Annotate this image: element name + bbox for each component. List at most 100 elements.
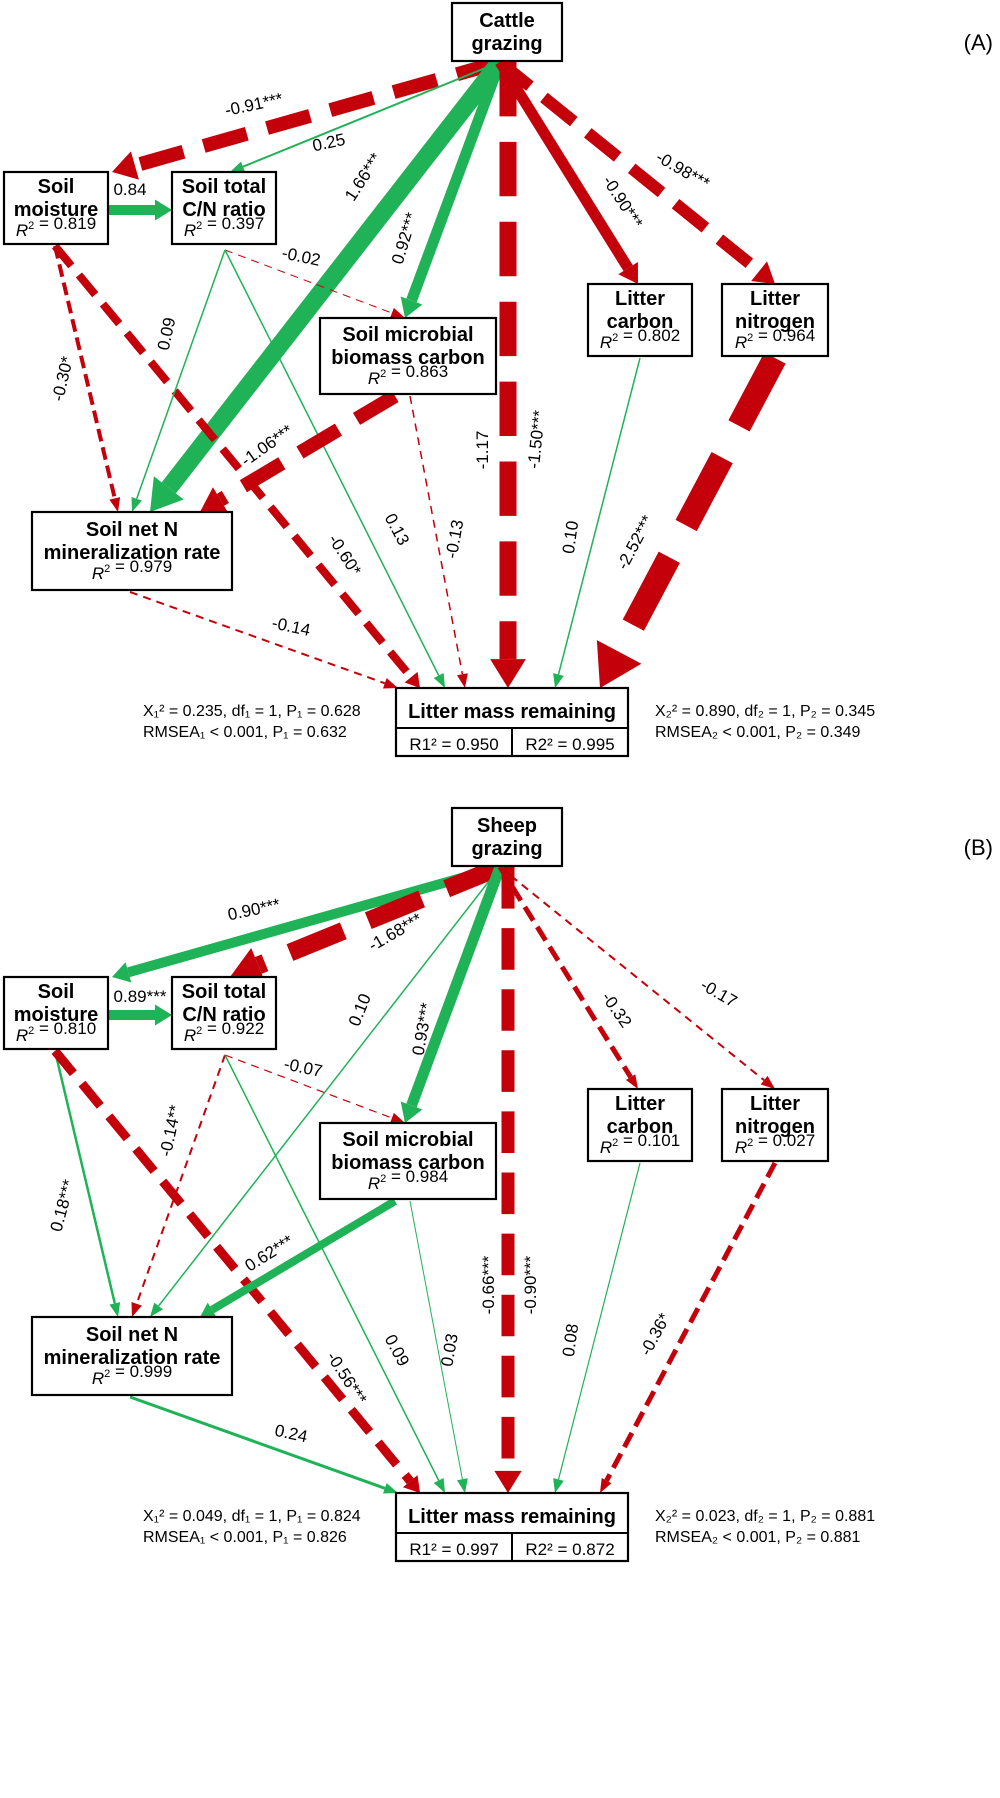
node-title-ln-1: nitrogen: [735, 311, 815, 333]
path-line-cn-lmr: [224, 249, 440, 676]
path-lc-lmr: [553, 1162, 641, 1493]
coefficient-cn-lmr: 0.13: [381, 510, 413, 548]
arrowhead-sm-lmr: [402, 1475, 420, 1493]
node-r2-ln: R2 = 0.964: [735, 326, 815, 352]
path-line-mbc-lmr: [409, 1200, 463, 1480]
path-line-cn-mbc: [224, 249, 393, 314]
path-top-lmr: [490, 62, 526, 688]
arrowhead-mbc-nmin: [200, 487, 228, 513]
path-line-top-ln: [499, 866, 765, 1081]
arrowhead-top-lmr: [494, 1470, 522, 1493]
node-title-lc-1: carbon: [607, 1116, 674, 1138]
path-sm-lmr: [51, 1048, 420, 1493]
path-cn-nmin: [131, 249, 226, 512]
coefficient-lc-lmr: 0.10: [559, 520, 582, 555]
arrowhead-mbc-nmin: [200, 1302, 217, 1318]
coefficient-top-nmin: 0.10: [345, 991, 375, 1029]
coefficient-lc-lmr: 0.08: [559, 1323, 582, 1358]
fit-stat-left-1: RMSEA₁ < 0.001, P₁ = 0.632: [143, 724, 347, 741]
path-ln-lmr: [596, 352, 786, 688]
node-r2-sm: R2 = 0.810: [16, 1019, 96, 1045]
node-r2-lc: R2 = 0.802: [600, 326, 680, 352]
path-line-ln-lmr: [604, 1161, 778, 1482]
node-box-mbc: [318, 316, 498, 396]
coefficient-nmin-lmr: -0.14: [270, 613, 312, 640]
arrowhead-top-cn: [230, 947, 266, 983]
coefficient-cn-nmin: -0.14**: [156, 1103, 185, 1158]
arrowhead-top-cn: [230, 161, 246, 172]
arrowhead-cn-nmin: [131, 496, 142, 512]
node-title-ln-0: Litter: [750, 288, 800, 310]
arrowhead-cn-mbc: [389, 1112, 405, 1124]
arrowhead-cn-mbc: [389, 307, 405, 319]
node-title-nmin-1: mineralization rate: [44, 542, 221, 564]
node-title-cn-1: C/N ratio: [182, 1004, 265, 1026]
path-line-top-nmin: [158, 866, 501, 1307]
arrowhead-top-sm: [112, 151, 139, 180]
path-top-mbc: [400, 865, 506, 1123]
node-title-top-1: grazing: [471, 838, 542, 860]
coefficient-mbc-nmin: -1.06***: [237, 421, 296, 470]
r2-group-2: R2² = 0.995: [525, 735, 614, 754]
path-line-top-lc: [497, 865, 633, 1079]
arrowhead-ln-lmr: [600, 1478, 612, 1493]
node-title-nmin-1: mineralization rate: [44, 1347, 221, 1369]
arrowhead-lc-lmr: [553, 673, 564, 688]
path-sm-cn: [108, 199, 172, 221]
coefficient-nmin-lmr: 0.24: [273, 1421, 309, 1446]
arrowhead-mbc-lmr: [457, 673, 468, 688]
arrowhead-top-sm: [112, 962, 132, 983]
node-title-top-0: Sheep: [477, 815, 537, 837]
path-line-mbc-nmin: [209, 1197, 398, 1314]
arrowhead-sm-nmin: [109, 1302, 121, 1317]
coefficient-top-lmr: -1.50***: [524, 409, 549, 470]
coefficient-cn-mbc: -0.02: [280, 243, 322, 270]
path-line-cn-nmin: [135, 1054, 226, 1305]
node-title-cn-1: C/N ratio: [182, 199, 265, 221]
path-line-cn-nmin: [135, 249, 226, 500]
coefficient-top-cn: 0.25: [311, 130, 347, 155]
node-title-lmr: Litter mass remaining: [408, 1506, 616, 1528]
arrowhead-sm-cn: [155, 199, 172, 221]
node-title-cn-0: Soil total: [182, 176, 266, 198]
node-title-nmin-0: Soil net N: [86, 519, 178, 541]
arrowhead-top-lmr: [490, 659, 526, 688]
path-top-cn: [230, 61, 501, 172]
node-title-cn-0: Soil total: [182, 981, 266, 1003]
node-box-top: [450, 1, 564, 63]
panel-label: (A): [964, 30, 993, 55]
coefficient-sm-nmin: -0.30*: [48, 354, 77, 403]
arrowhead-sm-lmr: [404, 671, 420, 688]
coefficient-extra: -1.17: [473, 431, 492, 470]
node-r2-cn: R2 = 0.397: [184, 214, 264, 240]
panel-label: (B): [964, 835, 993, 860]
node-box-top: [450, 806, 564, 868]
coefficient-extra: -0.66***: [479, 1255, 498, 1314]
path-top-mbc: [400, 60, 506, 318]
path-nmin-lmr: [129, 1395, 398, 1494]
coefficient-sm-nmin: 0.18***: [47, 1177, 79, 1233]
arrowhead-nmin-lmr: [382, 1483, 398, 1494]
path-top-cn: [230, 858, 504, 983]
node-title-sm-1: moisture: [14, 199, 98, 221]
path-top-nmin: [150, 866, 501, 1317]
path-line-top-cn: [242, 61, 501, 168]
coefficient-top-nmin: 1.66***: [341, 149, 386, 204]
node-title-sm-0: Soil: [38, 981, 75, 1003]
node-box-sm: [2, 975, 110, 1051]
path-line-top-mbc: [406, 865, 506, 1108]
node-title-ln-0: Litter: [750, 1093, 800, 1115]
path-line-nmin-lmr: [129, 591, 386, 685]
path-cn-mbc: [224, 1054, 405, 1124]
r2-group-1: R1² = 0.997: [409, 1540, 498, 1559]
path-nmin-lmr: [129, 591, 398, 689]
path-sm-nmin: [53, 1050, 121, 1317]
arrowhead-top-lc: [625, 1074, 638, 1089]
arrowhead-mbc-lmr: [457, 1478, 468, 1493]
node-title-mbc-0: Soil microbial: [342, 1129, 473, 1151]
arrowhead-lc-lmr: [553, 1478, 564, 1493]
path-top-ln: [496, 57, 775, 284]
node-r2-ln: R2 = 0.027: [735, 1131, 815, 1157]
